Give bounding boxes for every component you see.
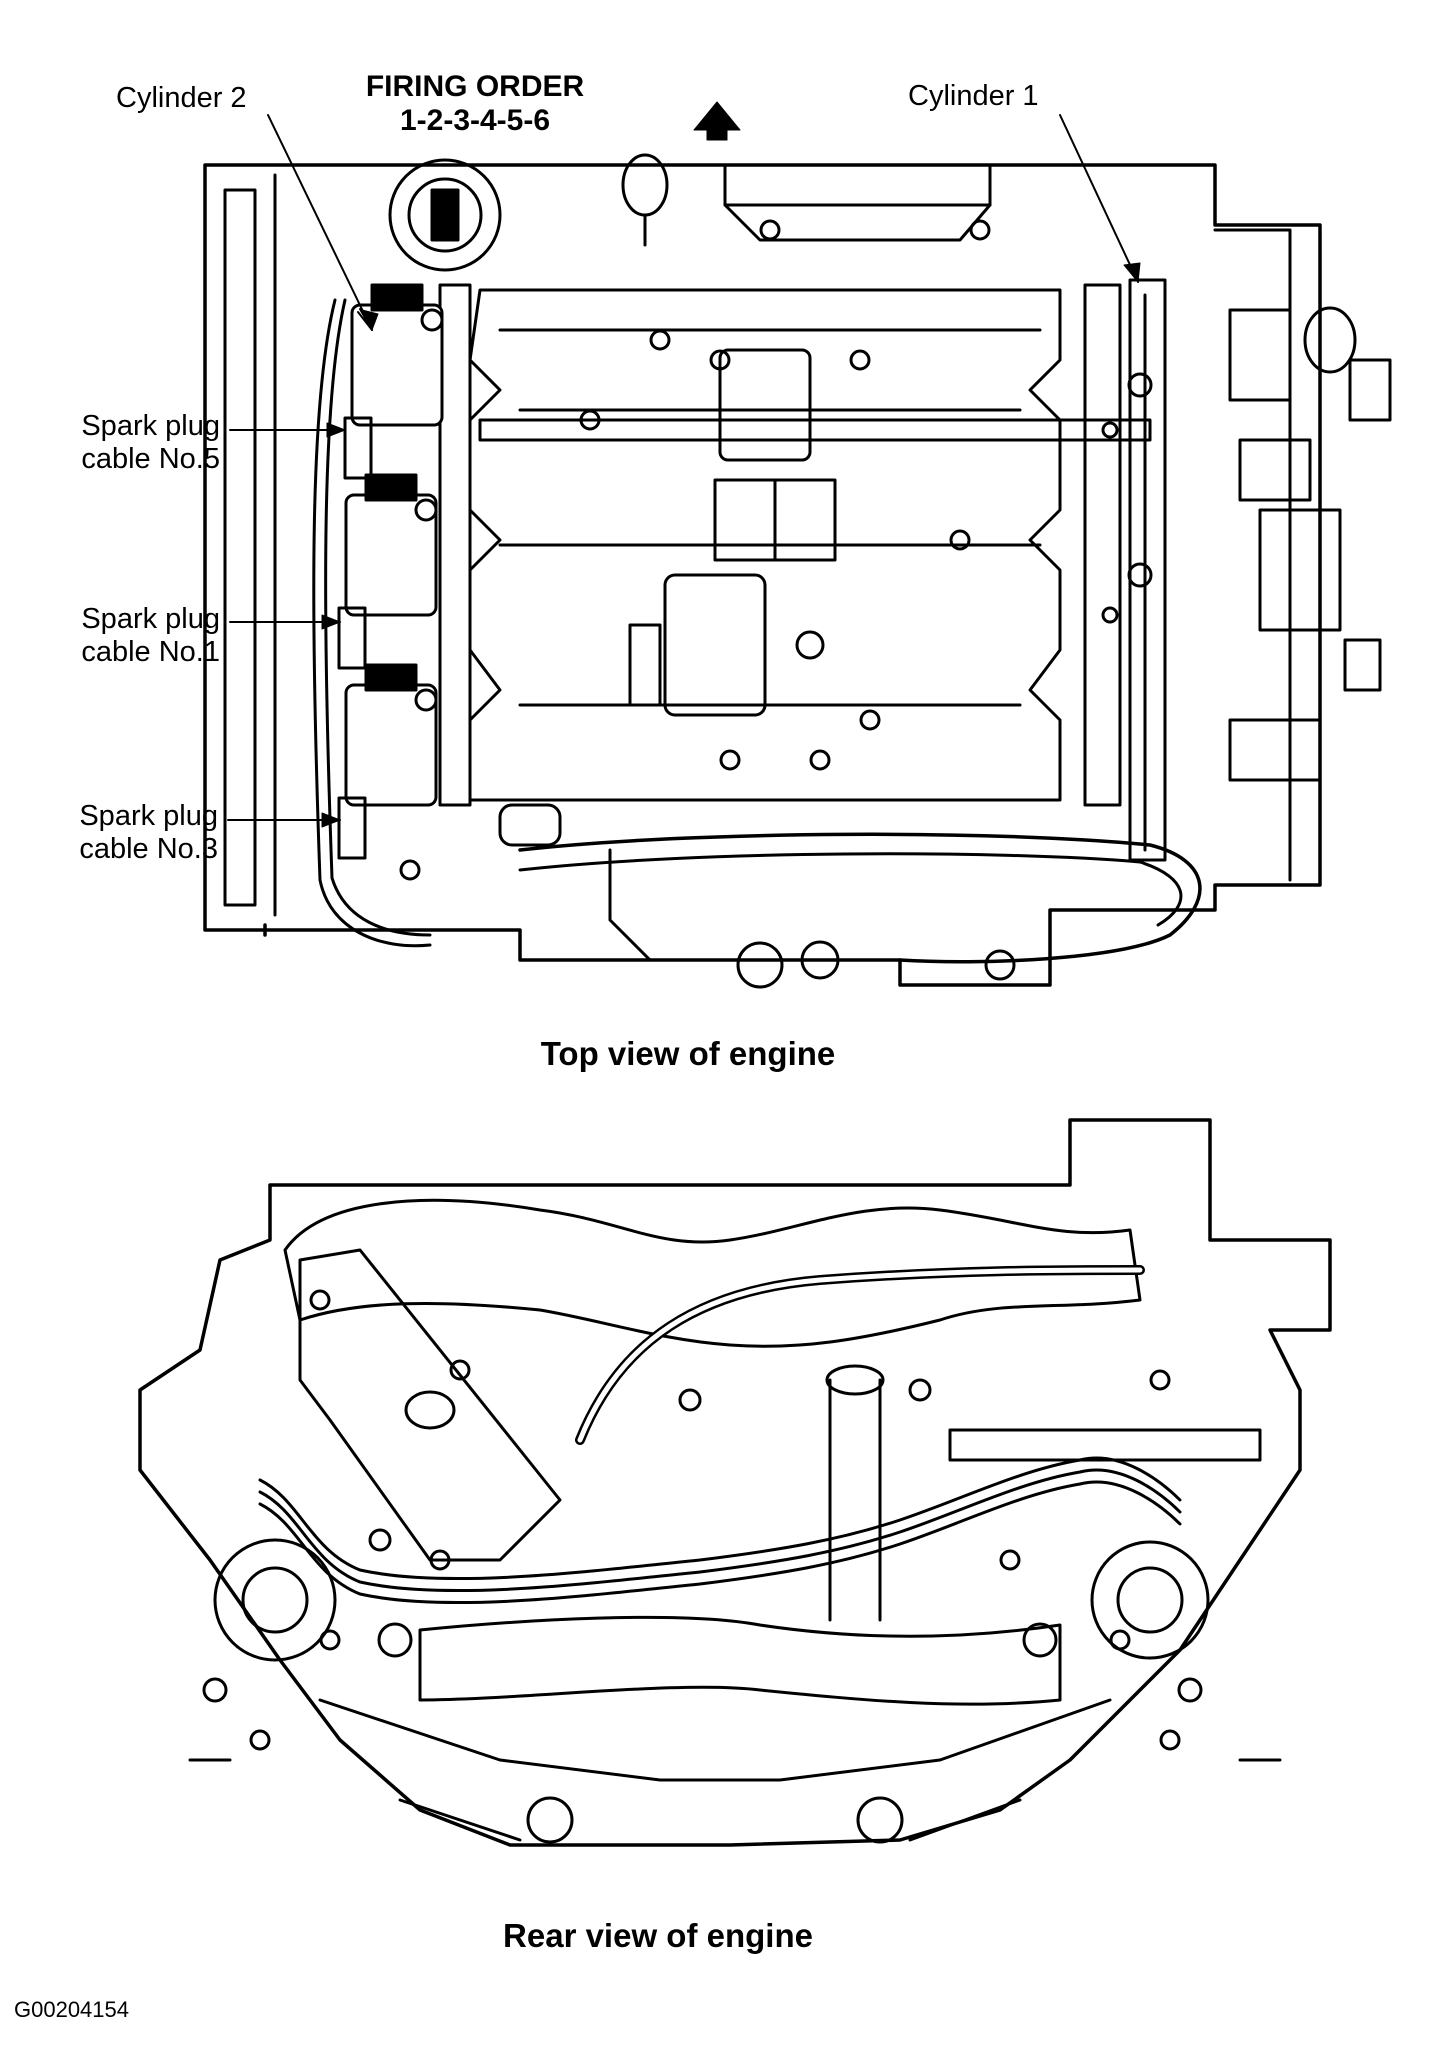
rear-view-bolts — [202, 1289, 1203, 1751]
rear-view-drawing — [138, 1118, 1332, 1847]
label-spark-plug-cable-3: Spark plug cable No.3 — [28, 800, 218, 866]
label-cable-1-line-2: cable No.1 — [81, 636, 220, 668]
arrow-up-icon — [693, 101, 741, 141]
label-spark-plug-cable-5: Spark plug cable No.5 — [30, 410, 220, 476]
label-spark-plug-cable-1: Spark plug cable No.1 — [30, 603, 220, 669]
firing-order-sequence: 1-2-3-4-5-6 — [399, 104, 551, 137]
label-cable-5-line-2: cable No.5 — [81, 443, 220, 475]
firing-order-title: FIRING ORDER — [365, 70, 585, 103]
caption-top-view: Top view of engine — [540, 1035, 836, 1072]
top-view-bolts — [399, 219, 1153, 989]
firing-order-heading: FIRING ORDER 1-2-3-4-5-6 — [320, 70, 630, 138]
top-view-drawing — [203, 114, 1392, 989]
label-cable-1-line-1: Spark plug — [81, 603, 220, 635]
label-cylinder-2: Cylinder 2 — [116, 82, 247, 114]
ignition-coil-group — [344, 283, 444, 807]
label-cable-5-line-1: Spark plug — [81, 410, 220, 442]
rear-view-cable-bundle — [258, 1456, 1182, 1605]
caption-rear-view: Rear view of engine — [503, 1917, 813, 1954]
top-view-leaders — [227, 114, 1139, 821]
label-cylinder-1: Cylinder 1 — [908, 80, 1039, 112]
label-cable-3-line-1: Spark plug — [79, 800, 218, 832]
figure-id: G00204154 — [14, 1997, 129, 2022]
label-cable-3-line-2: cable No.3 — [79, 833, 218, 865]
